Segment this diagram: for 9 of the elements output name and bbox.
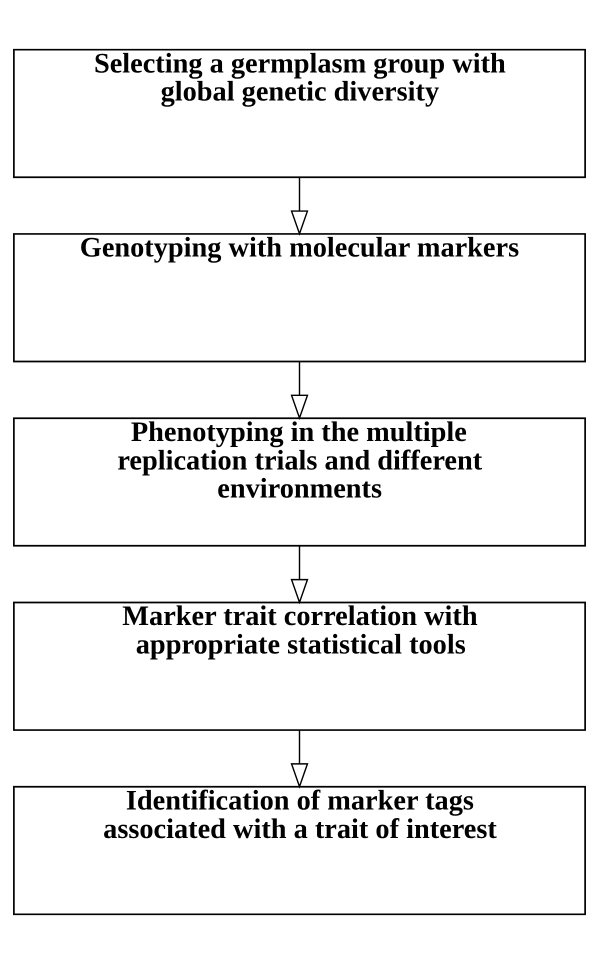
arrow (290, 545, 308, 604)
arrow (290, 361, 308, 420)
node-box: Identification of marker tags associated with a trait of interest (13, 785, 586, 915)
node-box: Selecting a germplasm group with global genetic diversity (13, 48, 586, 178)
node-box: Marker trait correlation with appropriate statistical tools (13, 601, 586, 730)
arrow (290, 730, 308, 788)
arrow (290, 176, 308, 236)
node-box: Genotyping with molecular markers (13, 232, 586, 362)
node-box: Phenotyping in the multiple replication trials and different environments (13, 416, 586, 546)
